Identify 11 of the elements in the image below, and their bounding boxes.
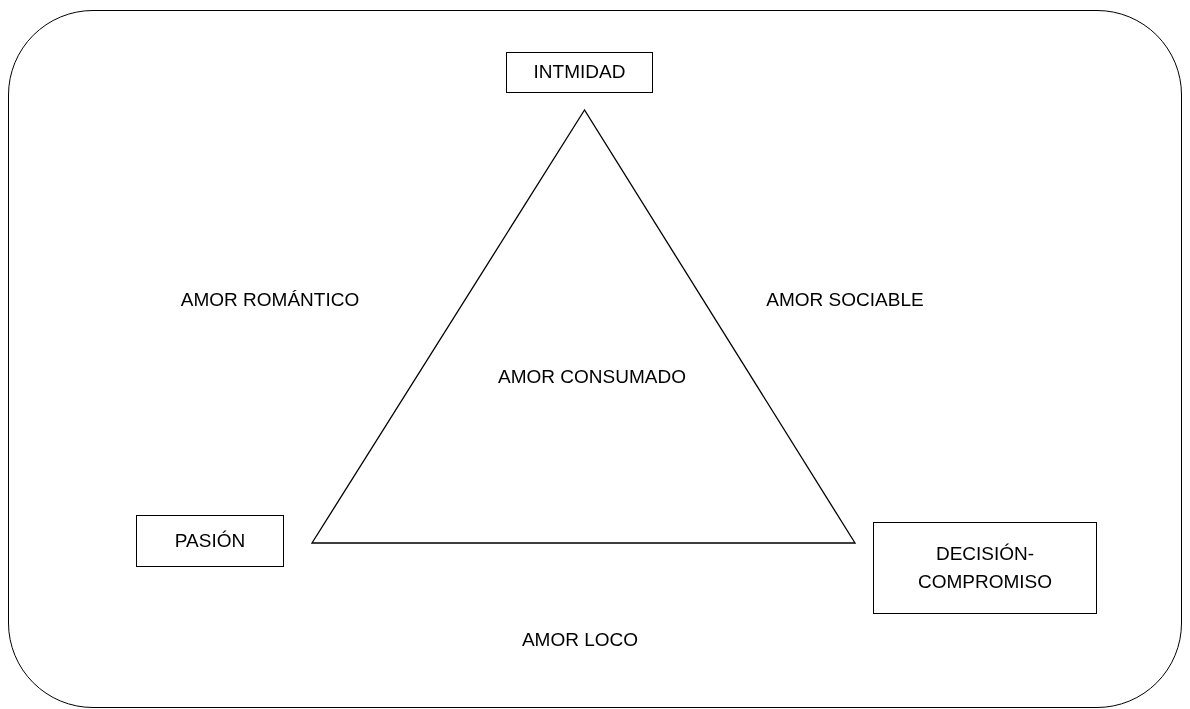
box-label: INTMIDAD bbox=[532, 60, 627, 85]
region-label: AMOR SOCIABLE bbox=[765, 288, 925, 312]
box-label: PASIÓN bbox=[173, 528, 247, 553]
region-label: AMOR LOCO bbox=[520, 628, 640, 652]
label-box bbox=[506, 52, 653, 93]
label-box bbox=[136, 515, 284, 567]
triangle-label: AMOR CONSUMADO bbox=[497, 365, 687, 389]
rounded-frame bbox=[8, 10, 1182, 708]
region-label: AMOR ROMÁNTICO bbox=[179, 288, 361, 312]
label-box bbox=[873, 522, 1097, 614]
box-label: DECISIÓN-COMPROMISO bbox=[916, 541, 1054, 594]
